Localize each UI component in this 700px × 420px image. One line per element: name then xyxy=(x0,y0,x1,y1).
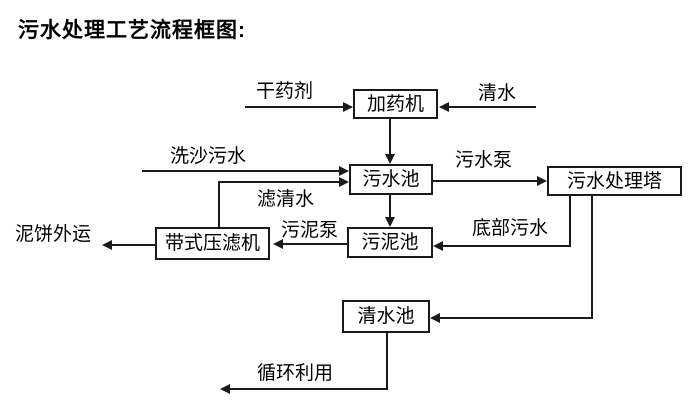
edge-label-sand-washing: 洗沙污水 xyxy=(170,146,247,167)
arrowhead-right-icon xyxy=(537,176,547,186)
node-sewage-pool: 污水池 xyxy=(349,164,433,195)
edge-label-bottom-sewage: 底部污水 xyxy=(472,218,549,239)
edge-label-filtered-water: 滤清水 xyxy=(257,189,315,210)
arrowhead-left-icon xyxy=(220,384,230,394)
edge-label-sewage-pump: 污水泵 xyxy=(455,150,513,171)
node-clean-water-pool: 清水池 xyxy=(342,300,430,333)
arrowhead-left-icon xyxy=(433,241,443,251)
connector-tower-to-clean-vertical xyxy=(591,196,593,319)
connector-dry-agent xyxy=(245,106,344,108)
connector-sewage-pump xyxy=(433,180,538,182)
connector-dosing-to-sewage xyxy=(389,118,391,155)
connector-mud-cake xyxy=(111,244,155,246)
arrowhead-down-icon xyxy=(385,217,395,227)
connector-filtered-water xyxy=(218,181,340,183)
arrowhead-right-icon xyxy=(339,166,349,176)
arrowhead-left-icon xyxy=(439,102,449,112)
edge-label-recycle: 循环利用 xyxy=(257,363,334,384)
connector-filtered-water-vertical xyxy=(218,181,220,227)
connector-tower-to-clean xyxy=(439,317,593,319)
arrowhead-right-icon xyxy=(343,102,353,112)
arrowhead-right-icon xyxy=(339,177,349,187)
edge-label-sludge-pump: 污泥泵 xyxy=(281,220,339,241)
connector-sewage-to-sludge xyxy=(389,195,391,218)
connector-bottom-sewage xyxy=(442,245,571,247)
connector-recycle xyxy=(229,388,388,390)
connector-recycle-vertical xyxy=(386,333,388,390)
diagram-title: 污水处理工艺流程框图: xyxy=(18,19,246,42)
node-sludge-pool: 污泥池 xyxy=(347,227,433,258)
edge-label-clean-water: 清水 xyxy=(478,83,517,104)
connector-clean-water xyxy=(448,106,536,108)
arrowhead-left-icon xyxy=(102,240,112,250)
arrowhead-left-icon xyxy=(273,239,283,249)
arrowhead-down-icon xyxy=(385,154,395,164)
connector-sludge-pump xyxy=(282,243,347,245)
edge-label-dry-agent: 干药剂 xyxy=(256,81,314,102)
node-dosing-machine: 加药机 xyxy=(353,89,438,119)
node-sewage-treatment-tower: 污水处理塔 xyxy=(547,166,682,196)
arrowhead-left-icon xyxy=(430,313,440,323)
connector-bottom-sewage-vertical xyxy=(569,196,571,247)
connector-sand-washing xyxy=(142,170,340,172)
node-belt-filter-press: 带式压滤机 xyxy=(155,227,270,260)
edge-label-mud-cake: 泥饼外运 xyxy=(15,224,92,245)
